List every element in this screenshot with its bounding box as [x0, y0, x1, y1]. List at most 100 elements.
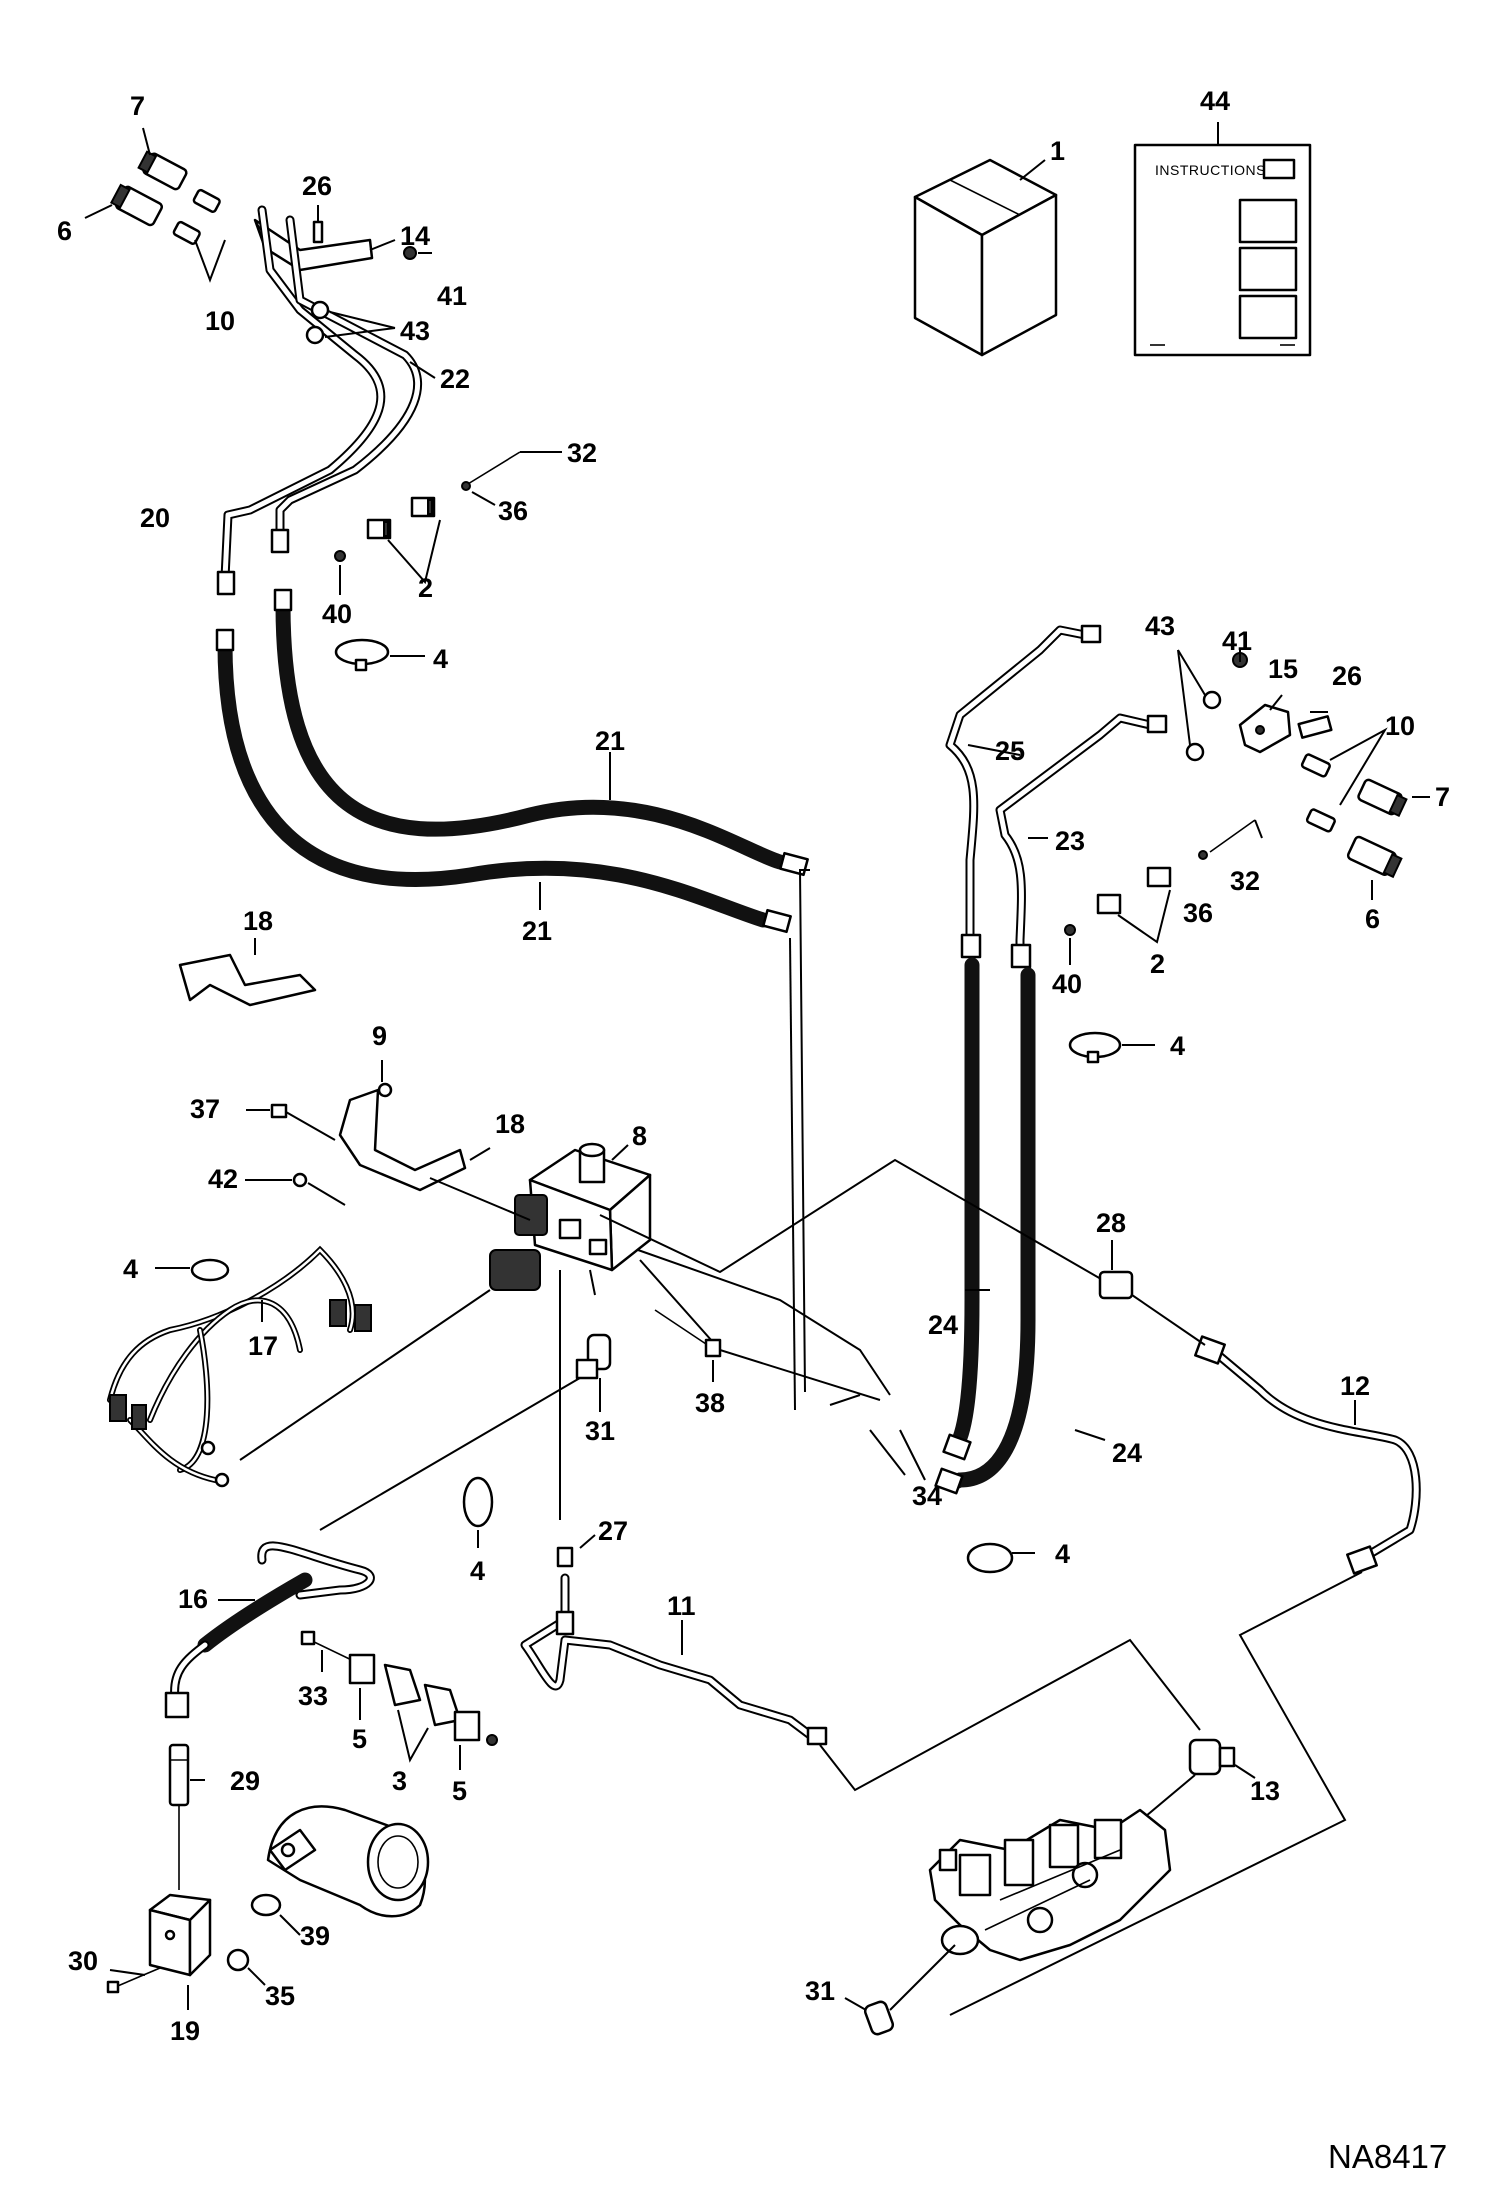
nut-43-right: [1177, 649, 1222, 762]
callout-16: 16: [178, 1584, 208, 1614]
hose-24-inner: [942, 957, 990, 1461]
callout-7: 7: [130, 91, 145, 121]
steel-tube-11: [520, 1573, 1201, 1792]
callout-43: 43: [1145, 611, 1175, 641]
callout-27: 27: [598, 1516, 628, 1546]
instructions-sheet-44: INSTRUCTIONS: [1133, 122, 1312, 357]
fitting-27: [556, 1534, 596, 1568]
reference-code: NA8417: [1328, 2138, 1447, 2175]
callout-32: 32: [1230, 866, 1260, 896]
steel-tube-23: [995, 713, 1168, 969]
left-coupler-group: [84, 127, 226, 283]
callout-40: 40: [1052, 969, 1082, 999]
callout-21: 21: [522, 916, 552, 946]
callout-21: 21: [595, 726, 625, 756]
valve-block-8: [489, 1142, 652, 1291]
steel-tube-20: [216, 205, 386, 596]
hydraulic-motor: [250, 1805, 430, 1936]
valve-leaders: [239, 869, 1121, 1531]
steel-tube-12: [949, 1294, 1421, 2016]
block-19: [106, 1893, 266, 2010]
callout-25: 25: [995, 736, 1025, 766]
fitting-29: [168, 1743, 205, 1890]
callout-37: 37: [190, 1094, 220, 1124]
callout-4: 4: [1170, 1031, 1185, 1061]
callout-34: 34: [912, 1481, 942, 1511]
clamp-set-2-left: [334, 451, 562, 595]
callout-4: 4: [123, 1254, 138, 1284]
callout-5: 5: [352, 1724, 367, 1754]
callout-4: 4: [433, 644, 448, 674]
hose-21-upper: [273, 588, 809, 877]
callout-36: 36: [498, 496, 528, 526]
callout-10: 10: [205, 306, 235, 336]
callout-6: 6: [1365, 904, 1380, 934]
hose-clamp-4-bottom-right: [966, 1542, 1035, 1574]
steel-tube-25: [945, 624, 1102, 959]
callout-29: 29: [230, 1766, 260, 1796]
bolt-38: [654, 1309, 722, 1382]
callout-28: 28: [1096, 1208, 1126, 1238]
hose-clamp-4-left: [155, 1258, 230, 1282]
callout-31: 31: [585, 1416, 615, 1446]
callout-36: 36: [1183, 898, 1213, 928]
callout-11: 11: [667, 1591, 696, 1621]
callout-9: 9: [372, 1021, 387, 1051]
wire-harness-17: [107, 1245, 372, 1488]
callout-26: 26: [302, 171, 332, 201]
callout-4: 4: [1055, 1539, 1070, 1569]
nut-43-left: [305, 300, 396, 345]
callout-20: 20: [140, 503, 170, 533]
callout-32: 32: [567, 438, 597, 468]
hose-16: [164, 1541, 375, 1719]
elbow-fitting-31-bottom: [844, 1944, 956, 2036]
callout-14: 14: [400, 221, 430, 251]
callout-41: 41: [437, 281, 467, 311]
callout-23: 23: [1055, 826, 1085, 856]
callout-18: 18: [495, 1109, 525, 1139]
bracket-15: [1232, 650, 1333, 754]
right-coupler-group: [1300, 727, 1430, 900]
bracket-18-mid: [245, 1060, 491, 1206]
callout-1: 1: [1050, 136, 1065, 166]
elbow-fitting-31-center: [575, 1333, 612, 1412]
callout-30: 30: [68, 1946, 98, 1976]
callout-22: 22: [440, 364, 470, 394]
callout-6: 6: [57, 216, 72, 246]
adapter-28: [1098, 1240, 1134, 1300]
callout-8: 8: [632, 1121, 647, 1151]
callout-17: 17: [248, 1331, 278, 1361]
callout-39: 39: [300, 1921, 330, 1951]
clamp-set-3: [300, 1630, 498, 1770]
callout-3: 3: [392, 1766, 407, 1796]
bracket-18-top: [178, 938, 317, 1007]
callout-12: 12: [1340, 1371, 1370, 1401]
callout-43: 43: [400, 316, 430, 346]
callout-24: 24: [1112, 1438, 1142, 1468]
callout-35: 35: [265, 1981, 295, 2011]
callout-15: 15: [1268, 654, 1298, 684]
callout-18: 18: [243, 906, 273, 936]
hose-21-lower: [215, 628, 792, 934]
callout-10: 10: [1385, 711, 1415, 741]
hose-clamp-4-top: [334, 638, 425, 672]
callout-2: 2: [418, 573, 433, 603]
callout-41: 41: [1222, 626, 1252, 656]
callout-13: 13: [1250, 1776, 1280, 1806]
steel-tube-22: [270, 215, 436, 554]
clamp-set-2-right: [1064, 819, 1263, 965]
callout-44: 44: [1200, 86, 1230, 116]
callout-4: 4: [470, 1556, 485, 1586]
callout-33: 33: [298, 1681, 328, 1711]
hose-24-outer: [934, 967, 1106, 1495]
part-box-1: [913, 158, 1058, 357]
callout-5: 5: [452, 1776, 467, 1806]
callout-2: 2: [1150, 949, 1165, 979]
callout-42: 42: [208, 1164, 238, 1194]
callout-24: 24: [928, 1310, 958, 1340]
callout-labels: 1 44 7 6 26 14 41 10 43 22 32 36 20 40 2…: [57, 86, 1450, 2046]
callout-38: 38: [695, 1388, 725, 1418]
instructions-label: INSTRUCTIONS: [1155, 162, 1266, 178]
callout-31: 31: [805, 1976, 835, 2006]
